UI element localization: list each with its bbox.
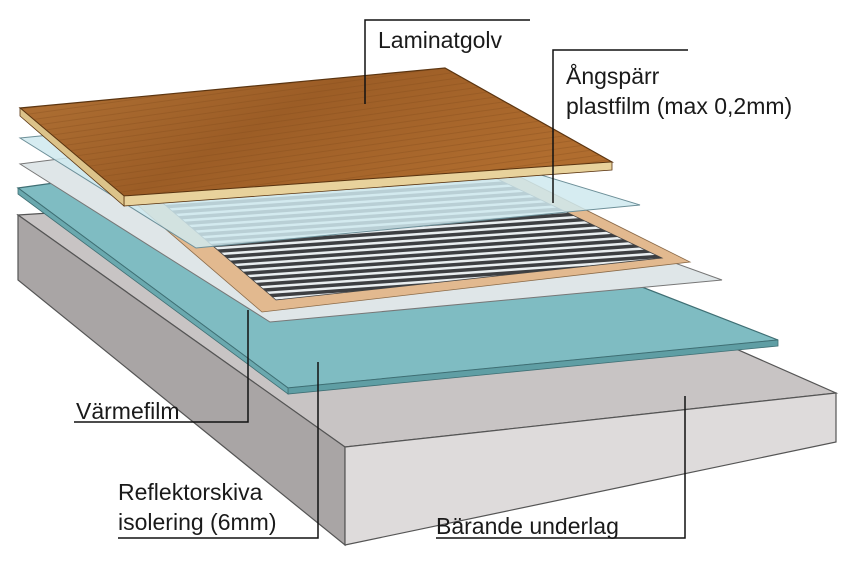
leader-reflektorskiva — [118, 362, 319, 539]
laminate-floor — [18, 67, 615, 207]
label-angsparr: Ångspärr — [566, 63, 660, 89]
concrete-front-face — [344, 392, 837, 546]
leader-lines — [74, 19, 688, 539]
laminate-grain — [20, 68, 612, 196]
reflector-left-edge — [17, 187, 289, 395]
leader-laminatgolv — [364, 19, 530, 104]
label-isolering: isolering (6mm) — [118, 509, 277, 535]
label-laminatgolv: Laminatgolv — [378, 27, 503, 53]
label-varmefilm: Värmefilm — [76, 398, 180, 424]
laminate-left-edge — [19, 107, 125, 207]
leader-varmefilm — [74, 310, 249, 423]
label-reflektorskiva: Reflektorskiva — [118, 479, 263, 505]
leader-barande-underlag — [436, 396, 686, 539]
label-plastfilm: plastfilm (max 0,2mm) — [566, 93, 793, 119]
leader-angsparr — [552, 49, 688, 203]
label-barande-underlag: Bärande underlag — [436, 513, 619, 539]
